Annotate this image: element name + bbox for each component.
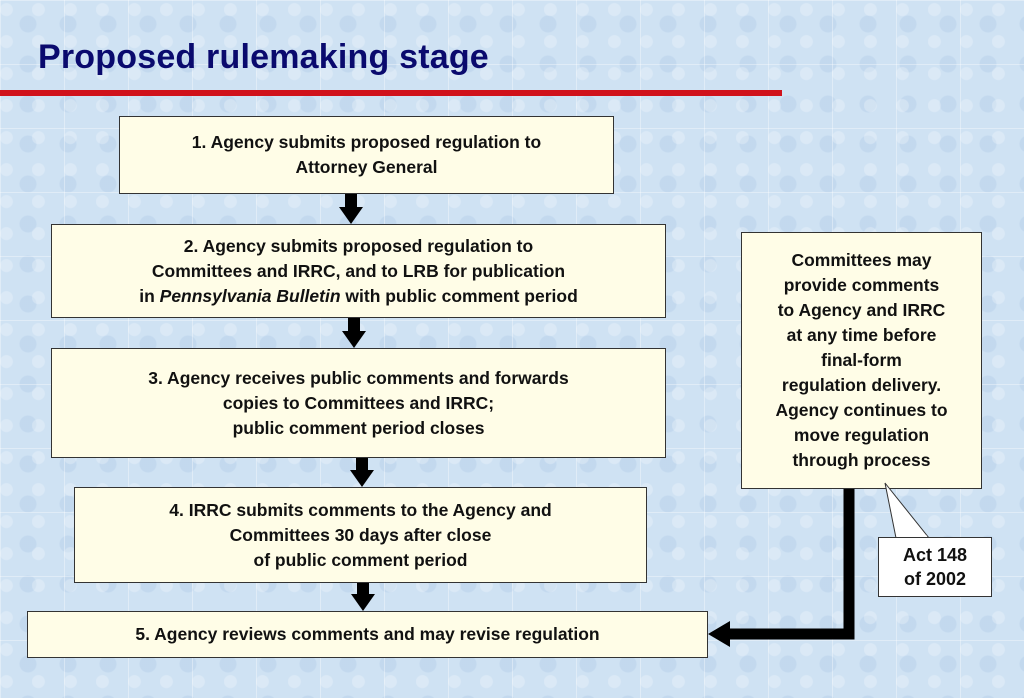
side-note-line-4: at any time before [786,325,937,345]
step-5-line-1: 5. Agency reviews comments and may revis… [135,624,600,644]
down-arrow-1-2 [339,194,363,224]
side-note-box: Committees may provide comments to Agenc… [741,232,982,489]
step-4-box: 4. IRRC submits comments to the Agency a… [74,487,647,583]
side-note-line-5: final-form [821,350,902,370]
step-3-line-3: public comment period closes [232,417,485,438]
callout-pointer [884,482,931,539]
side-note-line-7: Agency continues to [775,400,948,420]
down-arrow-3-4 [350,458,374,487]
step-2-line-3-prefix: in [139,285,160,306]
publication-name: Pennsylvania Bulletin [159,285,341,306]
step-1-line-1: 1. Agency submits proposed regulation to [191,132,542,152]
step-3-line-2: copies to Committees and IRRC; [222,392,495,413]
step-3-line-1: 3. Agency receives public comments and f… [148,367,569,388]
step-2-line-3-suffix: with public comment period [340,285,578,306]
act-callout: Act 148 of 2002 [878,537,992,597]
step-4-line-1: 4. IRRC submits comments to the Agency a… [169,499,552,520]
side-note-line-1: Committees may [791,250,932,270]
step-1-line-2: Attorney General [295,157,438,177]
act-callout-line-1: Act 148 [902,545,968,565]
title-underline [0,90,782,96]
side-note-line-9: through process [792,450,931,470]
return-connector [708,489,855,647]
side-note-line-2: provide comments [783,275,940,295]
side-note-line-6: regulation delivery. [781,375,942,395]
step-2-box: 2. Agency submits proposed regulation to… [51,224,666,318]
step-1-box: 1. Agency submits proposed regulation to… [119,116,614,194]
step-2-line-1: 2. Agency submits proposed regulation to [183,235,534,256]
step-2-line-2: Committees and IRRC, and to LRB for publ… [151,260,566,281]
side-note-line-8: move regulation [793,425,930,445]
step-4-line-3: of public comment period [253,549,468,570]
step-3-box: 3. Agency receives public comments and f… [51,348,666,458]
side-note-line-3: to Agency and IRRC [777,300,946,320]
act-callout-line-2: of 2002 [903,569,967,589]
page-title: Proposed rulemaking stage [38,38,489,76]
step-4-line-2: Committees 30 days after close [229,524,492,545]
step-2-line-3: in Pennsylvania Bulletin with public com… [139,284,578,309]
step-5-box: 5. Agency reviews comments and may revis… [27,611,708,658]
down-arrow-4-5 [351,583,375,611]
down-arrow-2-3 [342,318,366,348]
